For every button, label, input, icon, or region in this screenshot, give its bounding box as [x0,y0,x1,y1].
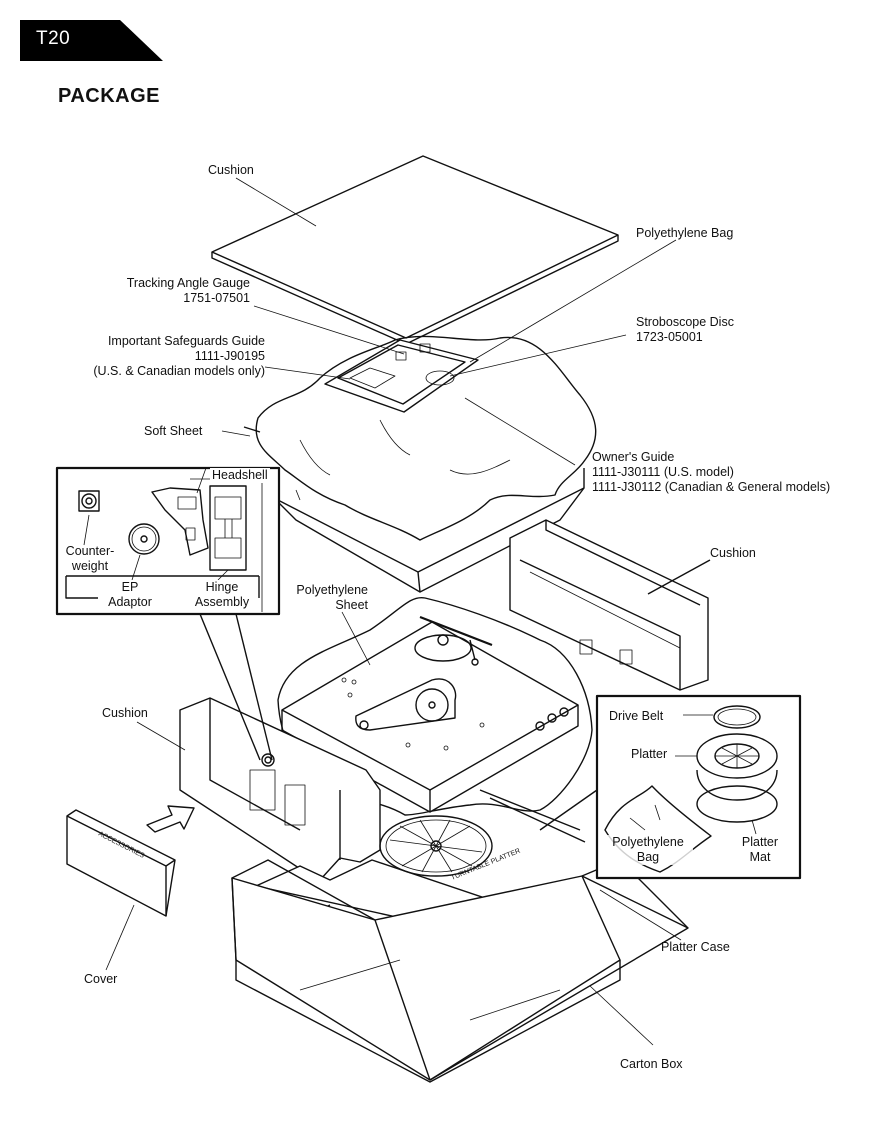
inset-label-ep-adaptor: EP Adaptor [100,580,160,610]
owners-guide-general: 1111-J30112 (Canadian & General models) [592,480,831,494]
label-cushion-top: Cushion [208,163,254,177]
label-soft-sheet: Soft Sheet [144,424,203,438]
platter-case-print: TURNTABLE PLATTER [450,848,521,882]
label-polyethylene-bag: Polyethylene Bag [636,226,734,240]
leader-lines [105,177,682,1046]
ep-adaptor-line1: EP [121,580,139,594]
turntable-drawing [277,596,593,816]
top-cushion-drawing [211,155,619,345]
tracking-gauge-name: Tracking Angle Gauge [126,276,250,290]
platter-mat-line1: Platter [741,835,779,849]
ep-adaptor-line2: Adaptor [108,595,152,609]
label-carton-box: Carton Box [620,1057,683,1071]
inset-label-headshell: Headshell [210,468,270,483]
label-owners-guide: Owner's Guide 1111-J30111 (U.S. model) 1… [592,450,830,495]
inset-label-drive-belt: Drive Belt [609,709,664,723]
section-tab-label: T20 [36,28,71,49]
cover-drawing: ACCESSORIES [66,809,176,917]
hinge-line1: Hinge [205,580,239,594]
label-platter-case: Platter Case [661,940,730,954]
page-title: PACKAGE [58,85,161,107]
label-polyethylene-sheet: Polyethylene Sheet [296,583,368,612]
inset-label-platter-mat: Platter Mat [735,835,785,865]
section-tab-shape [20,20,163,61]
stroboscope-disc-part: 1723-05001 [636,330,703,344]
platter-mat-line2: Mat [749,850,771,864]
label-safeguards-guide: Important Safeguards Guide 1111-J90195 (… [60,334,265,379]
safeguards-guide-name: Important Safeguards Guide [107,334,265,348]
inset-polyethylene-bag-line2: Bag [636,850,660,864]
stroboscope-disc-name: Stroboscope Disc [636,315,734,329]
inset-polyethylene-bag-line1: Polyethylene [612,835,684,849]
inset-label-hinge-assembly: Hinge Assembly [190,580,254,610]
soft-sheet-drawing [243,335,597,541]
inset-label-platter: Platter [631,747,668,761]
label-tracking-angle-gauge: Tracking Angle Gauge 1751-07501 [84,276,250,306]
inset-label-polyethylene-bag: Polyethylene Bag [603,835,693,865]
safeguards-guide-note: (U.S. & Canadian models only) [93,364,265,378]
document-stack-drawing [324,339,479,413]
owners-guide-us: 1111-J30111 (U.S. model) [592,465,734,479]
left-cushion-drawing [179,697,381,881]
section-tab: T20 [20,20,163,61]
carton-box-drawing [231,859,689,1083]
label-cushion-right: Cushion [710,546,756,560]
tracking-gauge-part: 1751-07501 [183,291,250,305]
label-cushion-left: Cushion [102,706,148,720]
hinge-line2: Assembly [194,595,250,609]
insert-direction-arrow [146,805,195,833]
safeguards-guide-part: 1111-J90195 [194,349,265,363]
label-cover: Cover [84,972,118,986]
owners-guide-name: Owner's Guide [592,450,675,464]
inset-label-counterweight: Counter-weight [65,544,115,573]
label-stroboscope-disc: Stroboscope Disc 1723-05001 [636,315,734,345]
right-cushion-drawing [509,519,711,691]
